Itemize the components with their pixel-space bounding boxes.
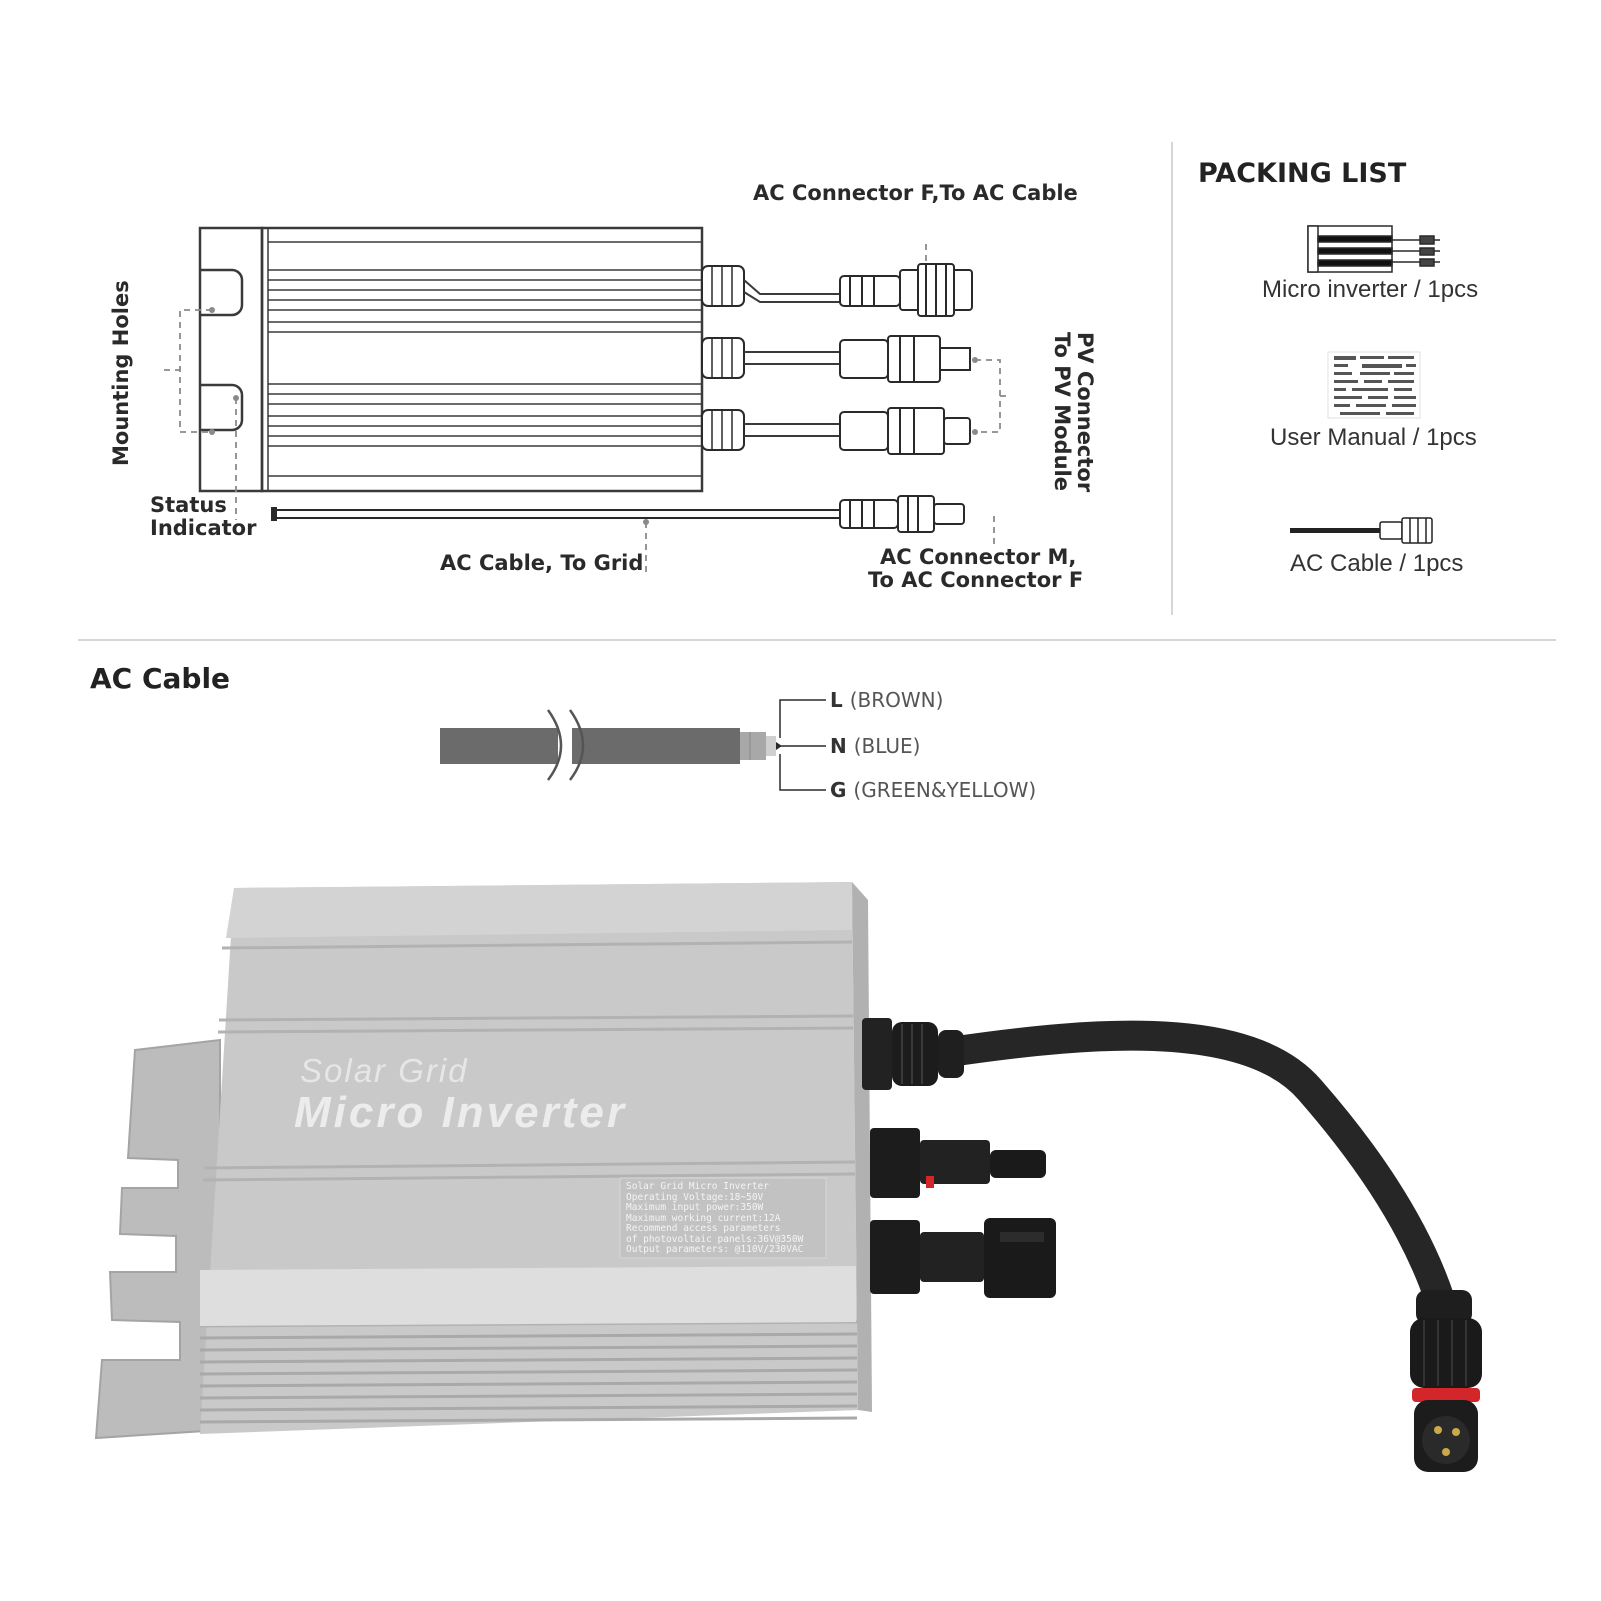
packing-item-ac-cable: AC Cable / 1pcs	[1290, 550, 1463, 578]
leader-dots	[209, 307, 978, 525]
micro-inverter-icon	[1307, 225, 1440, 273]
spec-line: Recommend access parameters	[626, 1223, 781, 1234]
product-brand-line2: Micro Inverter	[294, 1088, 627, 1137]
product-brand-line1: Solar Grid	[300, 1052, 469, 1089]
label-pv-connector-line1: PV Connector	[1073, 332, 1097, 493]
wire-label-n: N (BLUE)	[830, 734, 920, 758]
label-pv-connector-line2: To PV Module	[1049, 332, 1074, 491]
packing-list-title: PACKING LIST	[1198, 158, 1407, 189]
label-status-indicator: Status Indicator	[150, 493, 257, 541]
wire-label-g: G (GREEN&YELLOW)	[830, 778, 1036, 802]
ac-cable-to-grid-drawing	[271, 495, 965, 533]
wire-code: G	[830, 778, 847, 802]
label-ac-cable-grid: AC Cable, To Grid	[440, 551, 644, 575]
wire-code: L	[830, 688, 843, 712]
inverter-body-outline	[260, 226, 704, 493]
packing-item-name: Micro inverter	[1262, 276, 1408, 303]
photo-ac-round-connector	[1410, 1290, 1482, 1472]
wire-color: (GREEN&YELLOW)	[853, 778, 1037, 802]
ac-cable-section-drawing	[440, 699, 826, 791]
ac-cable-section-title: AC Cable	[90, 662, 231, 695]
manual-icon	[1327, 351, 1421, 419]
spec-line: Maximum input power:350W	[626, 1202, 764, 1213]
label-mounting-holes: Mounting Holes	[109, 280, 133, 466]
label-ac-connector-m: AC Connector M, To AC Connector F	[868, 545, 1084, 593]
label-ac-connector-f: AC Connector F,To AC Cable	[753, 181, 1078, 205]
label-status-line1: Status	[150, 493, 227, 517]
slash-separator: /	[1399, 550, 1413, 577]
spec-line: Operating Voltage:18~50V	[626, 1191, 764, 1203]
pv-connector-drawings	[839, 335, 971, 455]
ac-connector-f-drawing	[839, 263, 973, 317]
wire-code: N	[830, 734, 847, 758]
packing-item-micro-inverter: Micro inverter / 1pcs	[1262, 276, 1478, 304]
wire-color: (BLUE)	[853, 734, 921, 758]
product-spec-label: Solar Grid Micro Inverter Operating Volt…	[626, 1181, 804, 1256]
wire-label-l: L (BROWN)	[830, 688, 943, 712]
packing-item-qty: 1pcs	[1427, 276, 1479, 303]
packing-item-qty: 1pcs	[1426, 424, 1477, 451]
slash-separator: /	[1412, 424, 1427, 451]
packing-item-qty: 1pcs	[1412, 550, 1464, 577]
inverter-photo	[94, 882, 1482, 1472]
leader-lines	[164, 244, 1008, 572]
spec-line: Maximum working current:12A	[626, 1212, 781, 1224]
wire-color: (BROWN)	[849, 688, 944, 712]
slash-separator: /	[1414, 276, 1428, 303]
spec-line: Output parameters: @110V/230VAC	[626, 1244, 804, 1255]
cable-icon	[1290, 517, 1433, 544]
photo-ac-cable	[935, 1020, 1455, 1315]
label-ac-connector-m-line1: AC Connector M,	[880, 545, 1077, 569]
packing-item-user-manual: User Manual / 1pcs	[1270, 424, 1477, 452]
packing-item-name: User Manual	[1270, 424, 1407, 451]
cable-glands	[701, 265, 745, 451]
packing-item-name: AC Cable	[1290, 550, 1393, 577]
output-cables	[743, 279, 840, 437]
spec-line: of photovoltaic panels:36V@350W	[626, 1233, 804, 1245]
label-status-line2: Indicator	[150, 516, 257, 541]
mounting-plate	[198, 226, 264, 493]
spec-line: Solar Grid Micro Inverter	[626, 1181, 769, 1192]
label-ac-connector-m-line2: To AC Connector F	[868, 568, 1084, 593]
label-pv-connector: PV Connector To PV Module	[1049, 332, 1097, 493]
photo-pv-connectors	[870, 1128, 1056, 1298]
photo-top-face	[200, 882, 858, 1434]
photo-mounting-plate	[94, 1038, 221, 1440]
